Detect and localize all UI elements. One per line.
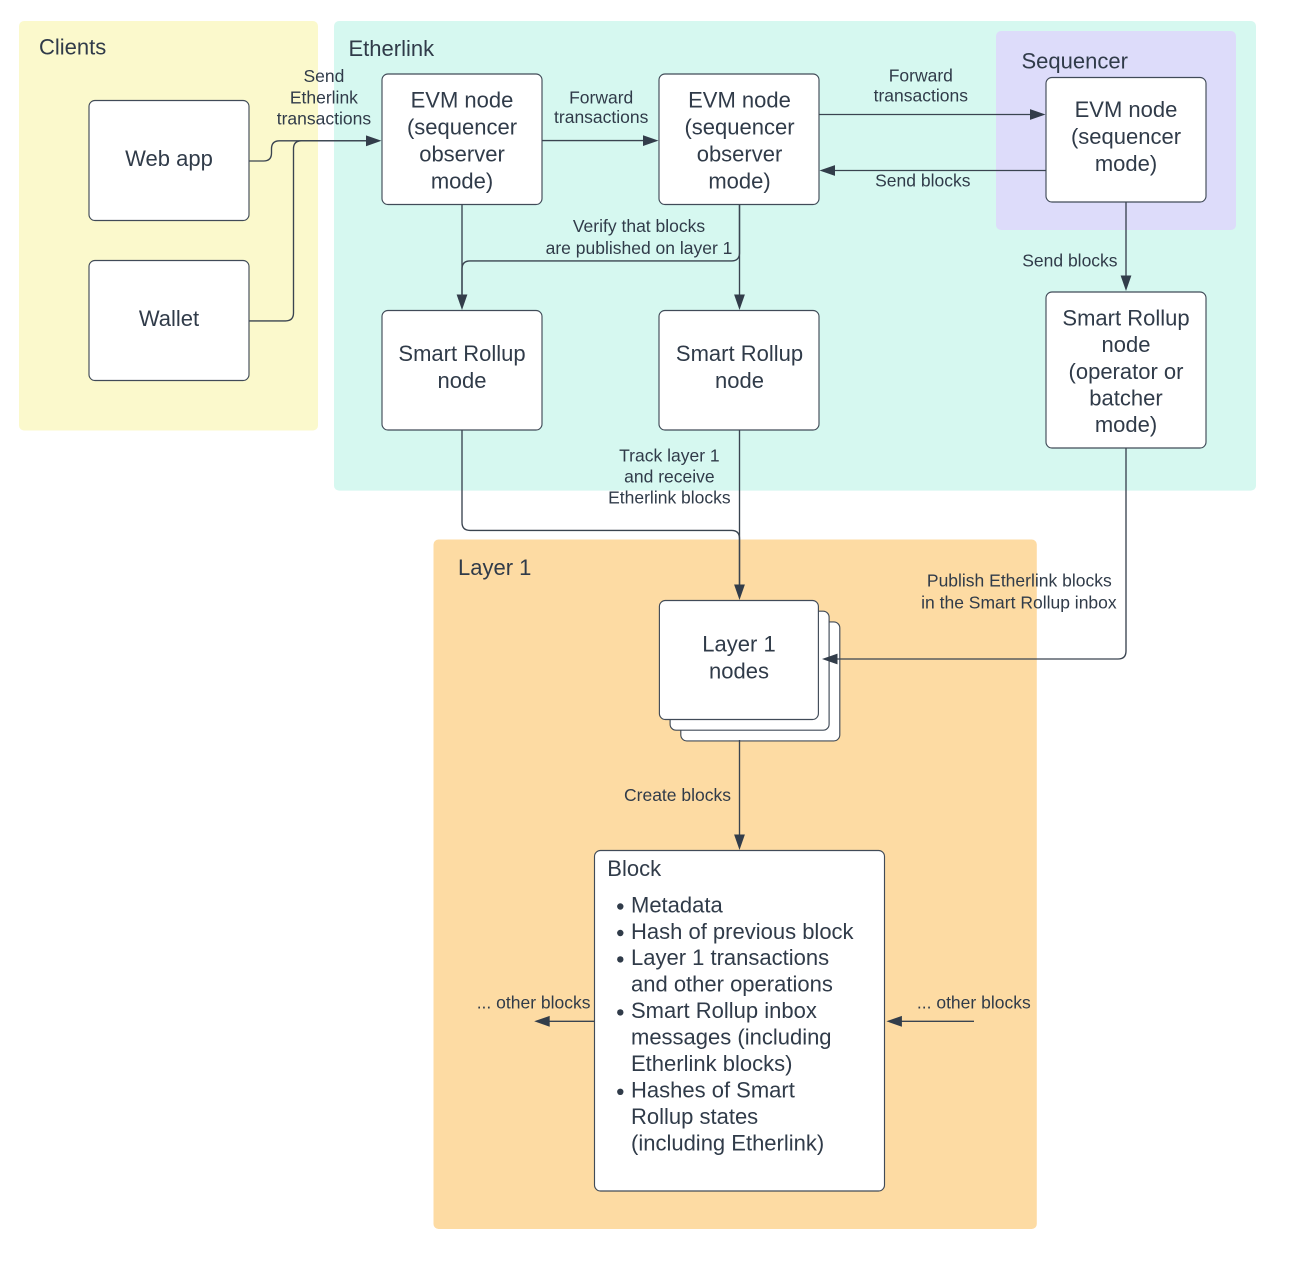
svg-text:observer: observer (419, 142, 505, 167)
svg-text:observer: observer (697, 142, 783, 167)
svg-text:Send blocks: Send blocks (1022, 250, 1118, 270)
svg-text:Track layer 1: Track layer 1 (619, 445, 720, 465)
svg-text:transactions: transactions (874, 86, 969, 106)
svg-text:Layer 1: Layer 1 (702, 631, 775, 656)
svg-text:Smart Rollup inbox: Smart Rollup inbox (631, 998, 817, 1023)
svg-text:in the Smart Rollup inbox: in the Smart Rollup inbox (921, 592, 1117, 612)
svg-text:Web app: Web app (125, 146, 213, 171)
svg-text:Metadata: Metadata (631, 892, 723, 917)
svg-text:Forward: Forward (889, 66, 953, 86)
svg-text:node: node (438, 368, 487, 393)
svg-text:Forward: Forward (569, 88, 633, 108)
svg-text:... other blocks: ... other blocks (917, 992, 1031, 1012)
svg-text:node: node (715, 368, 764, 393)
svg-text:Send: Send (303, 66, 344, 86)
svg-text:and other operations: and other operations (631, 972, 833, 997)
svg-text:Etherlink: Etherlink (290, 87, 358, 107)
svg-text:Block: Block (607, 856, 662, 881)
svg-text:mode): mode) (431, 168, 493, 193)
svg-text:Publish Etherlink blocks: Publish Etherlink blocks (927, 571, 1112, 591)
svg-text:EVM node: EVM node (688, 88, 791, 113)
svg-text:Layer 1 transactions: Layer 1 transactions (631, 945, 829, 970)
svg-text:Hashes of Smart: Hashes of Smart (631, 1078, 795, 1103)
svg-text:Etherlink blocks): Etherlink blocks) (631, 1051, 792, 1076)
svg-text:(including Etherlink): (including Etherlink) (631, 1131, 824, 1156)
svg-text:(sequencer: (sequencer (1071, 124, 1181, 149)
svg-text:(operator or: (operator or (1069, 359, 1184, 384)
svg-text:(sequencer: (sequencer (407, 115, 517, 140)
svg-text:Rollup states: Rollup states (631, 1104, 758, 1129)
svg-text:(sequencer: (sequencer (684, 115, 794, 140)
svg-text:mode): mode) (1095, 412, 1157, 437)
svg-text:... other blocks: ... other blocks (477, 992, 591, 1012)
svg-text:mode): mode) (1095, 151, 1157, 176)
svg-text:batcher: batcher (1089, 385, 1162, 410)
svg-text:transactions: transactions (554, 107, 649, 127)
svg-text:node: node (1102, 332, 1151, 357)
svg-text:EVM node: EVM node (411, 88, 514, 113)
svg-text:Layer 1: Layer 1 (458, 555, 531, 580)
svg-text:Smart Rollup: Smart Rollup (1062, 305, 1189, 330)
svg-text:EVM node: EVM node (1075, 97, 1178, 122)
svg-text:Send blocks: Send blocks (875, 170, 971, 190)
svg-text:Create blocks: Create blocks (624, 785, 731, 805)
svg-text:transactions: transactions (277, 108, 372, 128)
svg-text:Wallet: Wallet (139, 306, 199, 331)
svg-text:and receive: and receive (624, 467, 714, 487)
svg-text:are published on layer 1: are published on layer 1 (546, 238, 733, 258)
svg-text:Smart Rollup: Smart Rollup (676, 341, 803, 366)
svg-text:messages (including: messages (including (631, 1025, 832, 1050)
svg-text:Hash of previous block: Hash of previous block (631, 919, 855, 944)
svg-text:Etherlink: Etherlink (349, 36, 436, 61)
svg-text:Verify that blocks: Verify that blocks (573, 216, 706, 236)
svg-text:Clients: Clients (39, 35, 106, 60)
svg-text:Smart Rollup: Smart Rollup (398, 341, 525, 366)
svg-text:mode): mode) (708, 168, 770, 193)
svg-text:nodes: nodes (709, 658, 769, 683)
svg-text:Etherlink blocks: Etherlink blocks (608, 487, 731, 507)
svg-text:Sequencer: Sequencer (1022, 49, 1128, 74)
